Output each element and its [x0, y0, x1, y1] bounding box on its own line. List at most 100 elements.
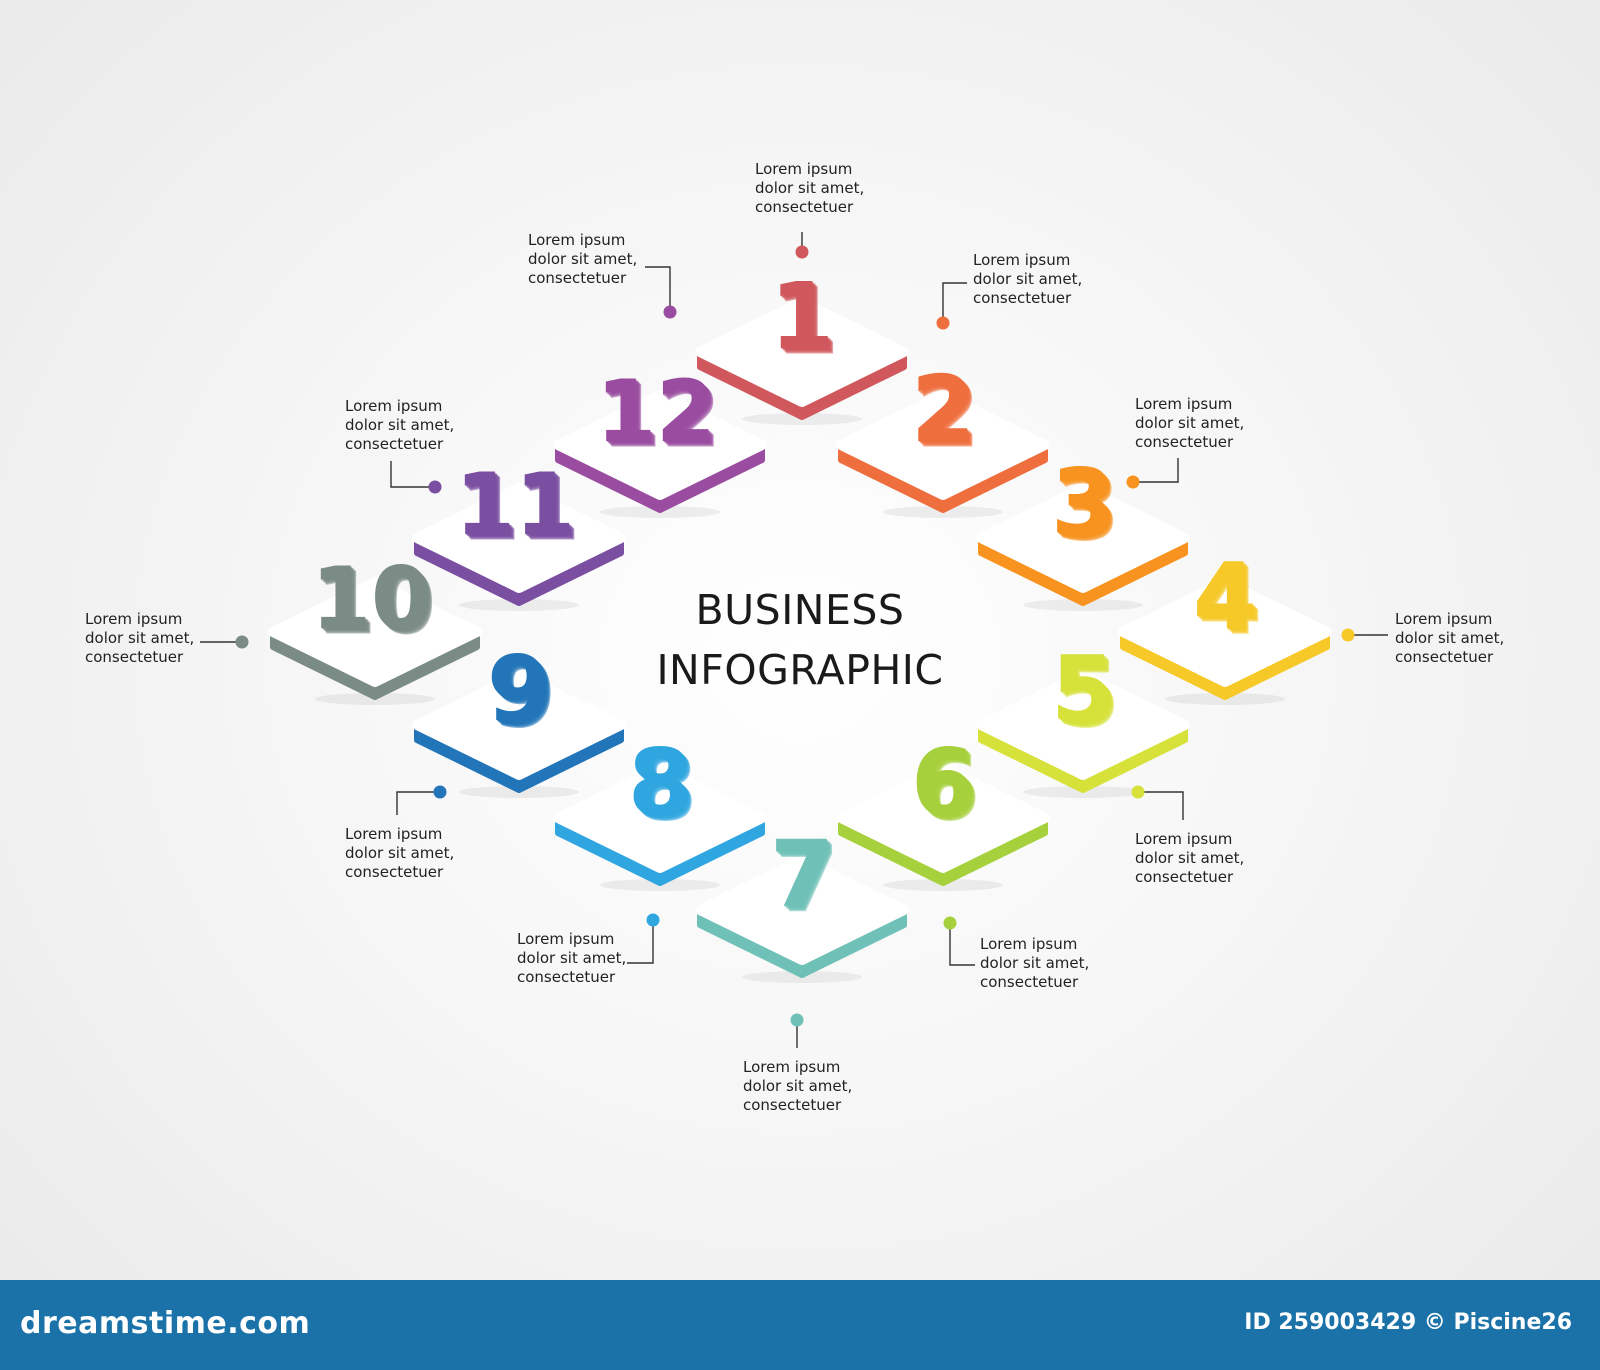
- connector-dot-3: [1126, 475, 1140, 489]
- step-number-shadow: 10: [313, 551, 433, 651]
- connector-dot-2: [936, 316, 950, 330]
- note-step-12: Lorem ipsum dolor sit amet, consectetuer: [528, 231, 678, 288]
- connector-dot-12: [663, 305, 677, 319]
- step-number-shadow: 5: [1052, 637, 1116, 744]
- step-number-shadow: 5: [1055, 640, 1119, 747]
- leader-line-2: [942, 282, 967, 323]
- step-number-shadow: 8: [630, 731, 694, 838]
- note-line-2: dolor sit amet,: [517, 949, 627, 967]
- step-number-shadow: 12: [601, 367, 721, 467]
- step-number-shadow: 9: [488, 637, 552, 744]
- title-line-2: INFOGRAPHIC: [656, 646, 944, 694]
- note-line-1: Lorem ipsum: [345, 397, 443, 415]
- tile-top: [836, 390, 1050, 500]
- note-step-11: Lorem ipsum dolor sit amet, consectetuer: [345, 397, 495, 454]
- leader-line-5: [1138, 791, 1184, 820]
- tile-top: [412, 483, 626, 593]
- step-number-shadow: 12: [600, 366, 720, 466]
- step-number-shadow: 2: [916, 361, 980, 468]
- note-line-3: consectetuer: [1395, 648, 1494, 666]
- step-number-shadow: 8: [632, 733, 696, 840]
- tile-top: [553, 390, 767, 500]
- connector-dot-6: [943, 916, 957, 930]
- tile-top: [976, 670, 1190, 780]
- step-number-shadow: 12: [599, 365, 719, 465]
- note-line-1: Lorem ipsum: [345, 825, 443, 843]
- step-number-shadow: 11: [457, 457, 577, 557]
- step-number-shadow: 1: [774, 268, 838, 375]
- step-number-shadow: 9: [491, 640, 555, 747]
- note-line-1: Lorem ipsum: [743, 1058, 841, 1076]
- step-number-shadow: 9: [490, 639, 554, 746]
- connector-dot-10: [235, 635, 249, 649]
- note-step-4: Lorem ipsum dolor sit amet, consectetuer: [1395, 610, 1545, 667]
- step-number-shadow: 1: [775, 268, 839, 375]
- step-number-shadow: 5: [1055, 641, 1119, 748]
- step-number-shadow: 11: [459, 459, 579, 559]
- note-line-1: Lorem ipsum: [517, 930, 615, 948]
- connector-dot-1: [795, 245, 809, 259]
- note-line-3: consectetuer: [755, 198, 854, 216]
- watermark-footer: dreamstime.com ID 259003429 © Piscine26: [0, 1280, 1600, 1370]
- note-line-2: dolor sit amet,: [85, 629, 195, 647]
- leader-line-6: [949, 923, 975, 966]
- step-number-shadow: 6: [915, 733, 979, 840]
- note-line-3: consectetuer: [85, 648, 184, 666]
- step-number-shadow: 10: [314, 552, 434, 652]
- step-number-shadow: 3: [1052, 450, 1116, 557]
- note-line-3: consectetuer: [345, 863, 444, 881]
- tile-top: [695, 297, 909, 407]
- note-line-2: dolor sit amet,: [980, 954, 1090, 972]
- step-number-shadow: 2: [915, 360, 979, 467]
- step-number-shadow: 11: [458, 458, 578, 558]
- step-number-shadow: 2: [912, 357, 976, 464]
- note-line-3: consectetuer: [743, 1096, 842, 1114]
- step-number-shadow: 6: [912, 730, 976, 837]
- step-number-shadow: 7: [775, 826, 839, 933]
- note-line-3: consectetuer: [980, 973, 1079, 991]
- note-step-2: Lorem ipsum dolor sit amet, consectetuer: [973, 251, 1123, 308]
- note-line-2: dolor sit amet,: [345, 416, 455, 434]
- step-number-shadow: 8: [632, 734, 696, 841]
- note-line-3: consectetuer: [528, 269, 627, 287]
- connector-dot-5: [1131, 785, 1145, 799]
- note-line-2: dolor sit amet,: [528, 250, 638, 268]
- step-number-shadow: 6: [915, 734, 979, 841]
- note-line-1: Lorem ipsum: [980, 935, 1078, 953]
- note-step-6: Lorem ipsum dolor sit amet, consectetuer: [980, 935, 1130, 992]
- note-line-1: Lorem ipsum: [85, 610, 183, 628]
- step-number: 7: [770, 821, 834, 928]
- title-line-1: BUSINESS: [695, 586, 905, 634]
- step-number-shadow: 11: [456, 456, 576, 556]
- step-number-shadow: 10: [315, 553, 435, 653]
- step-number: 3: [1051, 449, 1115, 556]
- note-line-2: dolor sit amet,: [743, 1077, 853, 1095]
- note-step-1: Lorem ipsum dolor sit amet, consectetuer: [755, 160, 905, 217]
- step-number-shadow: 6: [914, 732, 978, 839]
- leader-line-12: [645, 266, 671, 312]
- tile-top: [836, 763, 1050, 873]
- step-number-shadow: 2: [914, 359, 978, 466]
- step-number: 11: [455, 455, 575, 555]
- note-line-3: consectetuer: [1135, 868, 1234, 886]
- step-number-shadow: 1: [771, 264, 835, 371]
- image-id-credit: ID 259003429 © Piscine26: [1244, 1310, 1572, 1335]
- step-number-shadow: 3: [1055, 454, 1119, 561]
- connector-dot-4: [1341, 628, 1355, 642]
- note-line-3: consectetuer: [345, 435, 444, 453]
- step-number-shadow: 8: [629, 730, 693, 837]
- step-number-shadow: 7: [774, 825, 838, 932]
- step-number-shadow: 5: [1054, 639, 1118, 746]
- infographic-title: BUSINESS INFOGRAPHIC: [600, 580, 1000, 700]
- step-number-shadow: 4: [1197, 548, 1261, 655]
- tile-top: [695, 855, 909, 965]
- step-number-shadow: 10: [312, 550, 432, 650]
- infographic-diagram: 1111111222222212121212121212333333311111…: [200, 232, 1388, 1048]
- step-number-shadow: 8: [631, 732, 695, 839]
- note-step-9: Lorem ipsum dolor sit amet, consectetuer: [345, 825, 495, 882]
